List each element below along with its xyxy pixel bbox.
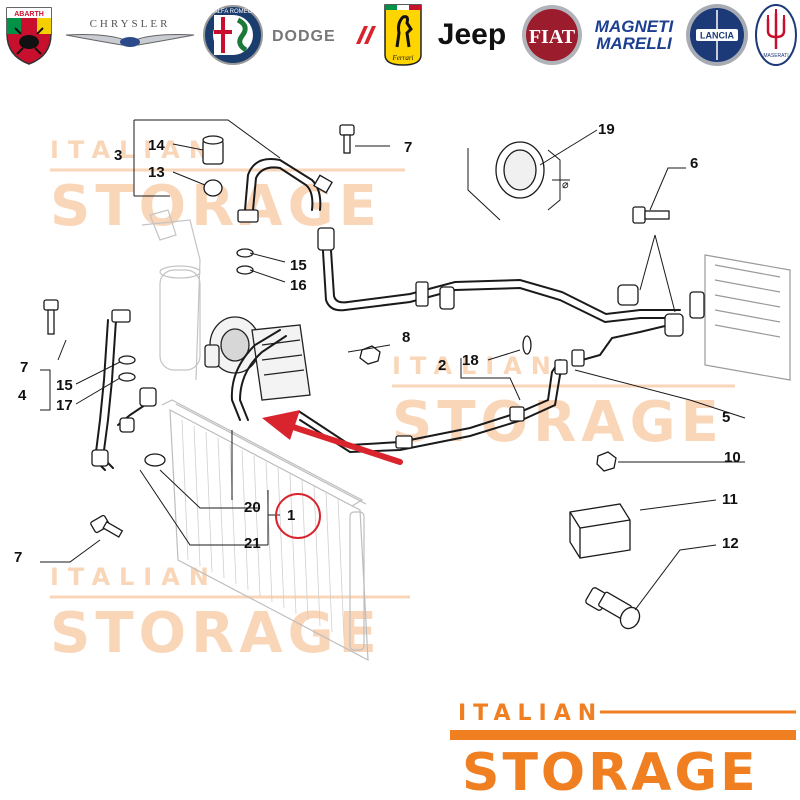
alfa-romeo-logo[interactable]: ALFA ROMEO [200,0,266,70]
footer-logo-bar [450,730,796,740]
fiat-logo[interactable]: FIAT [518,0,586,70]
lancia-logo[interactable]: LANCIA [682,0,752,70]
callout-6[interactable]: 6 [690,155,698,172]
fiat-logo-text: FIAT [529,26,576,48]
callout-8[interactable]: 8 [402,329,410,346]
callout-3[interactable]: 3 [114,147,122,164]
jeep-logo[interactable]: Jeep [428,0,516,70]
svg-text:⌀: ⌀ [562,178,569,191]
ferrari-logo-text: Ferrari [392,54,414,62]
lancia-badge-icon: LANCIA [686,4,748,66]
abarth-shield-icon: ABARTH [6,7,52,65]
callout-11[interactable]: 11 [722,491,738,508]
watermark-bottom-line1: ITALIAN [50,563,218,591]
detail-inset-frame: ⌀ [467,148,570,221]
alfa-romeo-badge-icon: ALFA ROMEO [203,5,263,65]
dodge-wordmark-icon: DODGE [272,26,376,45]
fittings [91,174,705,467]
callout-21[interactable]: 21 [244,535,261,552]
chrysler-wings-icon: CHRYSLER [65,18,195,47]
red-arrow-shaft [287,423,403,465]
watermark-bottom: ITALIAN STORAGE [50,563,410,666]
brand-logo-bar: ABARTH CHRYSLER ALFA ROMEO [0,0,800,70]
ferrari-shield-icon: Ferrari [384,4,422,66]
maserati-logo-text: MASERATI [763,53,788,59]
dodge-logo[interactable]: DODGE [268,0,378,70]
abarth-logo-text: ABARTH [14,11,44,18]
receiver-drier [141,209,201,381]
callout-5[interactable]: 5 [722,409,730,426]
part-1-highlight-circle [275,493,321,539]
callout-17[interactable]: 17 [56,397,73,414]
watermark-middle-line1: ITALIAN [392,352,560,380]
chrysler-logo-text: CHRYSLER [90,18,171,30]
callout-13[interactable]: 13 [148,164,165,181]
callout-14[interactable]: 14 [148,137,165,154]
jeep-logo-text: Jeep [437,18,507,51]
callout-10[interactable]: 10 [724,449,741,466]
maserati-trident-icon: MASERATI [755,4,797,66]
callout-15-top[interactable]: 15 [290,257,307,274]
magneti-marelli-line2: MARELLI [596,34,672,53]
callout-labels: 3 14 13 15 16 7 19 6 8 2 18 7 4 15 17 5 … [14,121,741,566]
callout-19[interactable]: 19 [598,121,615,138]
callout-7-top[interactable]: 7 [404,139,412,156]
leader-lines [40,119,746,611]
lancia-logo-text: LANCIA [700,31,734,41]
footer-logo-line2: STORAGE [462,743,759,800]
dodge-logo-text: DODGE [272,28,336,45]
callout-18[interactable]: 18 [462,352,479,369]
part-1-highlight [262,410,403,539]
callout-4[interactable]: 4 [18,387,27,404]
watermark-middle-line2: STORAGE [392,390,724,455]
maserati-logo[interactable]: MASERATI [752,0,800,70]
alfa-romeo-logo-text: ALFA ROMEO [214,9,253,15]
italian-storage-footer-logo[interactable]: ITALIAN STORAGE [440,690,800,800]
fiat-badge-icon: FIAT [522,5,582,65]
condenser [161,399,369,662]
ac-compressor [204,316,311,401]
red-arrow-head-icon [262,410,300,440]
callout-1[interactable]: 1 [287,507,295,524]
watermark-top: ITALIAN STORAGE [50,136,405,239]
callout-12[interactable]: 12 [722,535,739,552]
callout-15-left[interactable]: 15 [56,377,73,394]
watermark-bottom-line2: STORAGE [50,601,382,666]
magneti-marelli-line1: MAGNETI [594,17,674,36]
footer-logo-line1: ITALIAN [458,701,603,726]
watermark-top-line1: ITALIAN [50,136,218,164]
evaporator [704,254,791,381]
callout-2[interactable]: 2 [438,357,446,374]
loose-parts [43,124,670,630]
chrysler-logo[interactable]: CHRYSLER [60,0,200,70]
callout-16[interactable]: 16 [290,277,307,294]
callout-7-bottom[interactable]: 7 [14,549,22,566]
magneti-marelli-logo[interactable]: MAGNETI MARELLI [588,0,680,70]
callout-20[interactable]: 20 [244,499,261,516]
ferrari-logo[interactable]: Ferrari [380,0,426,70]
callout-7-left[interactable]: 7 [20,359,28,376]
abarth-logo[interactable]: ABARTH [0,0,58,70]
